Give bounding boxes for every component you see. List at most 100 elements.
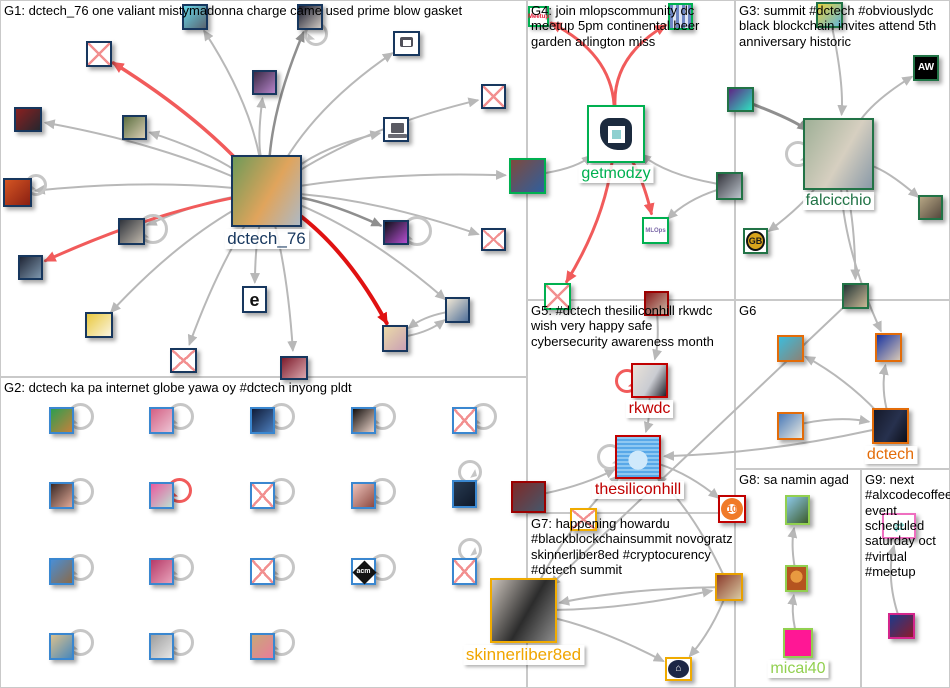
edge-dctech76-to-cybercat: [300, 196, 383, 227]
blonde-avatar[interactable]: [382, 325, 408, 352]
node-wrap-g3-man: [716, 172, 743, 200]
redbeard-avatar[interactable]: [3, 178, 32, 207]
x-g4-avatar[interactable]: [544, 283, 571, 310]
dc-logo-avatar[interactable]: [668, 3, 693, 30]
g2-r1c2-avatar[interactable]: [149, 407, 174, 434]
node-wrap-lego: [816, 2, 843, 28]
acm-logo-glyph: acm: [356, 568, 371, 575]
skinnerliber8ed-label: skinnerliber8ed: [462, 645, 585, 665]
micai40-avatar[interactable]: [783, 628, 813, 658]
x-g1-b-avatar[interactable]: [170, 348, 197, 373]
ten-icon[interactable]: 10: [718, 495, 746, 523]
node-wrap-x-g2-r3c5: [452, 538, 482, 585]
g3-woman-avatar[interactable]: [918, 195, 943, 220]
g2-r2c5-avatar[interactable]: [452, 480, 477, 508]
memoji-avatar[interactable]: [445, 297, 470, 323]
x-g2-r3c5-avatar[interactable]: [452, 558, 477, 585]
hat-man-avatar[interactable]: [777, 412, 804, 440]
rkwdc-avatar[interactable]: [631, 363, 668, 398]
aw-logo-icon[interactable]: AW: [913, 55, 939, 81]
afro-man-avatar[interactable]: [842, 283, 869, 309]
x-g2-r3c3-avatar[interactable]: [250, 558, 275, 585]
g2-r3c1-avatar[interactable]: [49, 558, 74, 585]
node-wrap-floppy: [393, 31, 420, 56]
bw-portrait-avatar[interactable]: [118, 218, 145, 245]
g2-r4c2-avatar[interactable]: [149, 633, 174, 660]
node-wrap-getmodzy: getmodzy: [578, 105, 654, 183]
edge-dctech76-to-brunette: [148, 130, 238, 173]
g2-r1c3-avatar[interactable]: [250, 407, 275, 434]
node-wrap-g8-boy: [785, 495, 810, 525]
bluehair-avatar[interactable]: [777, 335, 804, 362]
lion-avatar[interactable]: [785, 565, 808, 592]
falcicchio-avatar[interactable]: [803, 118, 874, 190]
gb-logo-icon[interactable]: GB: [743, 228, 768, 254]
thesiliconhill-avatar[interactable]: [615, 435, 661, 479]
g2-r4c3-avatar[interactable]: [250, 633, 275, 660]
node-wrap-gb-logo: GB: [743, 228, 768, 254]
node-wrap-x-g4: [544, 283, 571, 310]
g5-man-avatar[interactable]: [511, 481, 546, 513]
edge-skinnerliber8ed-to-group-photo: [555, 587, 714, 611]
g8-boy-avatar[interactable]: [785, 495, 810, 525]
laptop-icon[interactable]: [383, 117, 409, 142]
brunette-avatar[interactable]: [122, 115, 147, 140]
node-wrap-startrek: [14, 107, 42, 132]
node-wrap-cartoon-avatar: [85, 312, 113, 338]
g3-man-avatar[interactable]: [716, 172, 743, 200]
node-wrap-g2-r1c4: [351, 403, 396, 434]
g9-pink-icon[interactable]: ⇄: [882, 513, 916, 539]
dctech-avatar[interactable]: [872, 408, 909, 444]
startrek-avatar[interactable]: [14, 107, 42, 132]
g9-pink-glyph: ⇄: [893, 518, 905, 534]
group-photo-avatar[interactable]: [715, 573, 743, 601]
g2-r3c2-avatar[interactable]: [149, 558, 174, 585]
g2-r2c2-avatar[interactable]: [149, 482, 174, 509]
cybercat-avatar[interactable]: [383, 220, 409, 245]
edge-group-photo-to-capitol-circle: [688, 598, 725, 658]
x-g2-r2c3-avatar[interactable]: [250, 482, 275, 509]
node-wrap-g2-r1c2: [149, 403, 194, 434]
psychedelic-avatar[interactable]: [727, 87, 754, 112]
g2-r1c4-avatar[interactable]: [351, 407, 376, 434]
node-wrap-afro-man: [842, 283, 869, 309]
x-g2-r1c5-avatar[interactable]: [452, 407, 477, 434]
mlops-icon[interactable]: MLOps: [642, 217, 669, 244]
women-group-avatar[interactable]: [280, 356, 308, 380]
node-wrap-brunette: [122, 115, 147, 140]
x-g7-avatar[interactable]: [570, 508, 597, 531]
acm-logo-icon[interactable]: acm: [351, 558, 376, 585]
purple-speaker-avatar[interactable]: [252, 70, 277, 95]
rkwdc-label: rkwdc: [625, 400, 674, 418]
meetup-icon[interactable]: Meetup: [528, 6, 549, 27]
lego-avatar[interactable]: [816, 2, 843, 28]
g9-man-avatar[interactable]: [888, 613, 915, 639]
g2-r2c4-avatar[interactable]: [351, 482, 376, 509]
edge-memoji-to-blonde: [407, 311, 446, 330]
mistymadonna-avatar[interactable]: [182, 4, 208, 30]
dctech76-label: dctech_76: [224, 229, 309, 249]
x-g1-c-avatar[interactable]: [481, 84, 506, 109]
used-avatar[interactable]: [297, 4, 323, 30]
suit-man-avatar[interactable]: [875, 333, 902, 362]
node-wrap-redbeard: [3, 174, 47, 207]
capitol-circle-icon[interactable]: ⌂: [665, 657, 692, 681]
x-g1-d-avatar[interactable]: [481, 228, 506, 251]
beanie-avatar[interactable]: [18, 255, 43, 280]
floppy-icon[interactable]: [393, 31, 420, 56]
node-wrap-ten: 10: [718, 495, 746, 523]
edge-dctech76-to-purple-speaker: [256, 96, 267, 157]
node-wrap-laptop: [383, 117, 409, 142]
dctech76-avatar[interactable]: [231, 155, 302, 227]
g2-r2c1-avatar[interactable]: [49, 482, 74, 509]
g2-r1c1-avatar[interactable]: [49, 407, 74, 434]
cartoon-avatar-avatar[interactable]: [85, 312, 113, 338]
node-wrap-rkwdc: rkwdc: [615, 363, 674, 418]
x-g1-a-avatar[interactable]: [86, 41, 112, 67]
e-logo-icon[interactable]: e: [242, 286, 267, 313]
skinnerliber8ed-avatar[interactable]: [490, 578, 557, 643]
g4-woman-avatar[interactable]: [509, 158, 546, 194]
getmodzy-icon[interactable]: [587, 105, 645, 163]
monument-avatar[interactable]: [644, 291, 669, 316]
g2-r4c1-avatar[interactable]: [49, 633, 74, 660]
